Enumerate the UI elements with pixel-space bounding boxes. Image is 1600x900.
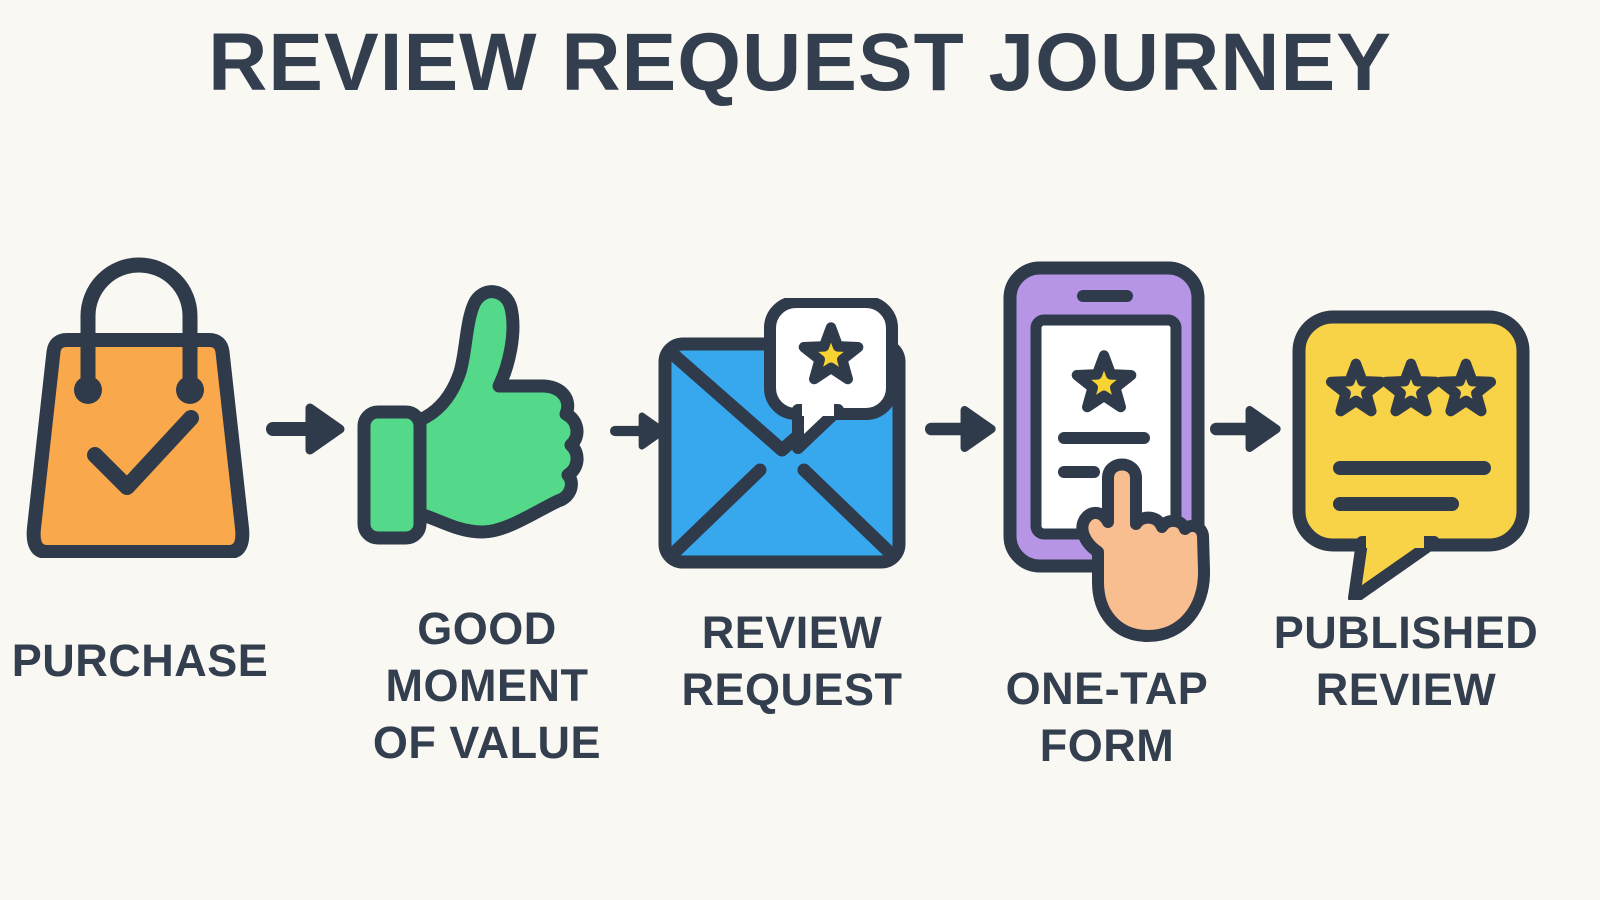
phone-one-tap-star-icon — [1003, 261, 1210, 642]
arrow-right-icon — [610, 412, 667, 450]
step-label-one-tap-form: ONE-TAP FORM — [1005, 663, 1209, 772]
step-label-good-moment: GOOD MOMENT OF VALUE — [372, 603, 602, 769]
arrow-right-icon — [925, 406, 996, 452]
arrow-right-icon — [266, 403, 345, 455]
arrow-right-icon — [1210, 406, 1281, 452]
page-title: REVIEW REQUEST JOURNEY — [208, 17, 1392, 108]
review-speech-bubble-stars-icon — [1292, 310, 1530, 600]
step-label-published-review: PUBLISHED REVIEW — [1273, 607, 1539, 716]
step-label-purchase: PURCHASE — [11, 635, 269, 686]
shopping-bag-check-icon — [26, 257, 250, 558]
step-label-review-request: REVIEW REQUEST — [681, 607, 903, 716]
envelope-star-message-icon — [658, 298, 906, 569]
thumbs-up-icon — [357, 285, 584, 545]
